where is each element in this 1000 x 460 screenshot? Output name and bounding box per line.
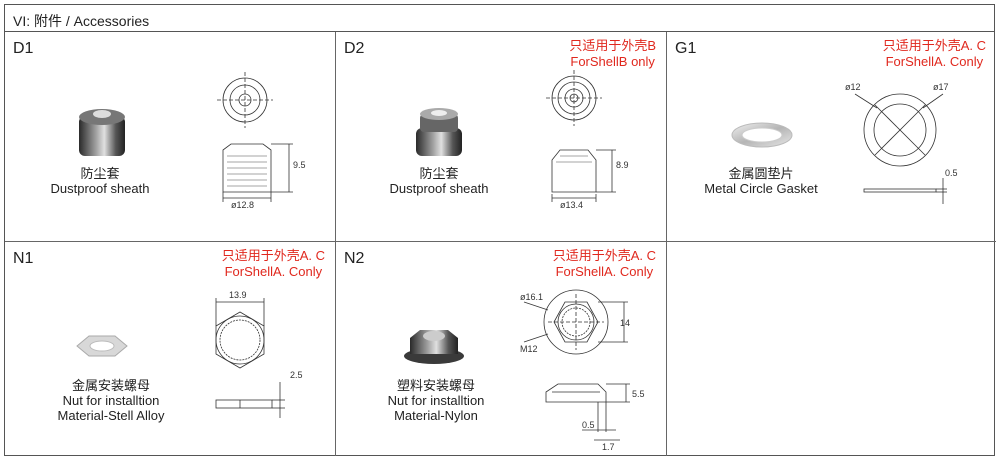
d2-drawing: 8.9 ø13.4 <box>416 70 629 210</box>
item-name-en: Dustproof sheath <box>50 181 150 196</box>
shell-note: 只适用于外壳A. C ForShellA. Conly <box>553 248 656 280</box>
item-name-cn: 金属安装螺母 <box>71 378 150 393</box>
item-name-en: Metal Circle Gasket <box>704 181 818 196</box>
item-code: D1 <box>13 40 34 57</box>
d1-height-dim: 9.5 <box>293 160 306 170</box>
item-name-cn: 塑料安装螺母 <box>396 378 475 393</box>
g1-thickness-dim: 0.5 <box>945 168 958 178</box>
note-cn: 只适用于外壳A. C <box>882 38 986 53</box>
d2-height-dim: 8.9 <box>616 160 629 170</box>
d1-photo <box>79 109 125 156</box>
item-name-cn: 防尘套 <box>419 166 459 181</box>
item-material: Material-Stell Alloy <box>57 408 165 423</box>
item-label: 金属圆垫片 Metal Circle Gasket <box>691 166 831 196</box>
item-cell-n2: N2 只适用于外壳A. C ForShellA. Conly <box>336 242 667 456</box>
item-cell-d2: D2 只适用于外壳B ForShellB only 8.9 <box>336 32 667 242</box>
note-en: ForShellA. Conly <box>555 264 654 279</box>
d1-top-view <box>217 72 273 128</box>
n2-thread-dim: M12 <box>520 344 538 354</box>
item-label: 塑料安装螺母 Nut for installtion Material-Nylo… <box>366 378 506 423</box>
g1-drawing: ø12 ø17 0.5 <box>731 82 958 204</box>
section-header: VI: 附件 / Accessories <box>5 5 994 32</box>
n1-side-view <box>215 382 285 418</box>
n2-flange-dim: 0.5 <box>582 420 595 430</box>
note-cn: 只适用于外壳B <box>569 38 656 53</box>
item-label: 防尘套 Dustproof sheath <box>374 166 504 196</box>
shell-note: 只适用于外壳A. C ForShellA. Conly <box>883 38 986 70</box>
n1-thickness-dim: 2.5 <box>290 370 303 380</box>
item-code: D2 <box>344 40 365 57</box>
d1-drawing: 9.5 ø12.8 <box>79 72 306 210</box>
item-name-en: Nut for installtion <box>387 393 485 408</box>
d2-side-view <box>551 149 616 202</box>
item-name-en: Nut for installtion <box>62 393 160 408</box>
empty-cell <box>667 242 996 456</box>
d1-side-view <box>222 143 293 202</box>
g1-photo <box>731 122 793 148</box>
shell-note: 只适用于外壳B ForShellB only <box>569 38 656 70</box>
item-name-cn: 防尘套 <box>80 166 120 181</box>
item-code: N1 <box>13 250 34 267</box>
note-en: ForShellA. Conly <box>224 264 323 279</box>
note-cn: 只适用于外壳A. C <box>552 248 656 263</box>
item-code: G1 <box>675 40 697 57</box>
n1-photo <box>76 335 128 357</box>
n2-depth-dim: 1.7 <box>602 442 615 452</box>
n2-top-view <box>523 289 628 355</box>
n1-drawing: 13.9 2.5 <box>76 290 303 418</box>
d2-photo <box>416 108 462 156</box>
item-cell-d1: D1 <box>5 32 336 242</box>
item-cell-g1: G1 只适用于外壳A. C ForShellA. Conly ø12 ø17 0… <box>667 32 996 242</box>
n1-width-dim: 13.9 <box>229 290 247 300</box>
item-name-cn: 金属圆垫片 <box>728 166 794 181</box>
g1-outer-dim: ø17 <box>933 82 949 92</box>
n2-photo <box>404 330 464 364</box>
accessories-table: VI: 附件 / Accessories D1 <box>4 4 996 456</box>
n2-diameter-dim: ø16.1 <box>520 292 543 302</box>
g1-top-view <box>854 93 944 167</box>
item-code: N2 <box>344 250 365 267</box>
g1-side-view <box>863 178 947 204</box>
shell-note: 只适用于外壳A. C ForShellA. Conly <box>222 248 325 280</box>
n1-top-view <box>215 298 265 369</box>
item-label: 防尘套 Dustproof sheath <box>35 166 165 196</box>
n2-height-dim: 5.5 <box>632 389 645 399</box>
note-en: ForShellB only <box>570 54 655 69</box>
item-label: 金属安装螺母 Nut for installtion Material-Stel… <box>41 378 181 423</box>
item-name-en: Dustproof sheath <box>389 181 489 196</box>
n2-width-dim: 14 <box>620 318 630 328</box>
item-cell-n1: N1 只适用于外壳A. C ForShellA. Conly 13.9 2.5 <box>5 242 336 456</box>
item-material: Material-Nylon <box>394 408 478 423</box>
n2-drawing: ø16.1 M12 14 5.5 0.5 1.7 <box>404 289 645 452</box>
note-en: ForShellA. Conly <box>885 54 984 69</box>
d1-diameter-dim: ø12.8 <box>231 200 254 210</box>
n2-side-view <box>545 383 630 441</box>
g1-inner-dim: ø12 <box>845 82 861 92</box>
d2-top-view <box>546 70 602 126</box>
note-cn: 只适用于外壳A. C <box>221 248 325 263</box>
d2-diameter-dim: ø13.4 <box>560 200 583 210</box>
